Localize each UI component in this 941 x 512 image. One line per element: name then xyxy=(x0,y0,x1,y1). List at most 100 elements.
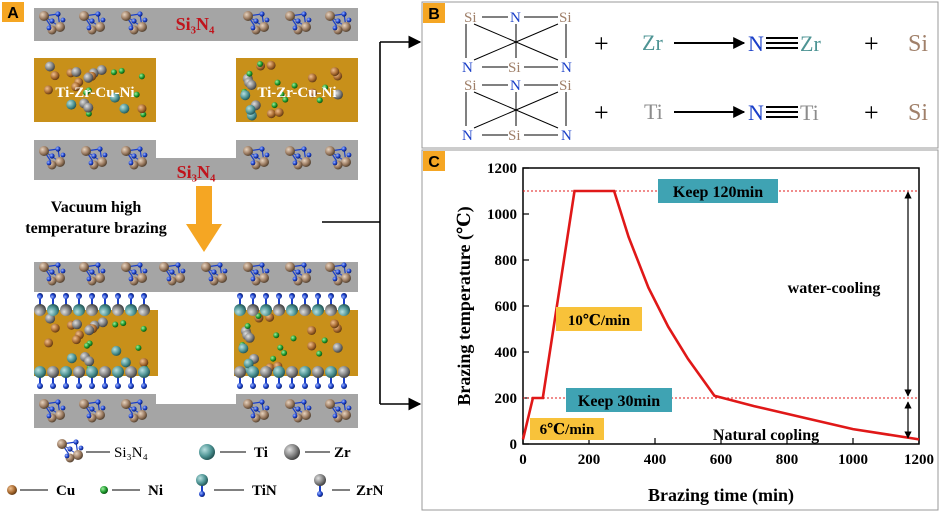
filler-atom xyxy=(282,96,289,103)
x-tick-label: 400 xyxy=(644,452,667,468)
tin-molecule xyxy=(59,365,73,390)
tin-molecule xyxy=(324,365,338,390)
filler-atom xyxy=(133,91,140,98)
filler-atom xyxy=(96,65,107,76)
panel-a-label: A xyxy=(7,5,19,22)
zrn-molecule xyxy=(337,365,351,390)
zrn-molecule xyxy=(33,292,47,317)
ring-upper-si-3: Si xyxy=(508,60,521,76)
ring-lower-si-2: Si xyxy=(559,78,572,94)
filler-atom xyxy=(97,317,108,328)
y-tick-label: 600 xyxy=(495,299,518,315)
legend-cu-icon xyxy=(7,485,17,495)
filler-atom xyxy=(137,104,147,114)
filler-atoms xyxy=(43,60,343,121)
filler-atom xyxy=(246,79,257,90)
panel-b-label-box xyxy=(423,3,445,23)
filler-atom xyxy=(71,66,82,77)
legend-zr-label: Zr xyxy=(334,445,351,461)
process-label-line1: Vacuum high xyxy=(51,199,142,216)
panel-b-label: B xyxy=(428,6,440,23)
panel-b-frame xyxy=(421,1,939,149)
reaction-ti: + Ti N Ti + Si xyxy=(594,98,928,127)
filler-atom xyxy=(316,97,323,104)
zrn-molecule xyxy=(59,292,73,317)
zrn-molecule xyxy=(137,292,151,317)
legend-ti-icon xyxy=(199,444,215,460)
filler-atom xyxy=(84,356,95,367)
legend-ni-label: Ni xyxy=(148,483,163,499)
joint-filler-atoms xyxy=(44,312,343,375)
process-label-line2: temperature brazing xyxy=(25,220,166,237)
zrn-molecule xyxy=(98,365,112,390)
x-tick-label: 600 xyxy=(710,452,733,468)
zrn-molecule xyxy=(111,292,125,317)
filler-atom xyxy=(322,84,329,91)
zrn-molecule xyxy=(246,292,260,317)
keep-30-label: Keep 30min xyxy=(578,393,660,410)
panel-c-label: C xyxy=(428,154,440,171)
reaction-ti-reactant: Ti xyxy=(644,99,663,124)
ring-upper-n-2: N xyxy=(462,60,473,76)
filler-atom xyxy=(316,350,323,357)
filler-atom xyxy=(111,345,122,356)
x-tick-label: 200 xyxy=(578,452,601,468)
panel-c-frame xyxy=(421,149,939,511)
rate-6-label: 6℃/min xyxy=(540,422,595,438)
x-tick-label: 0 xyxy=(519,452,527,468)
keep-30-callout xyxy=(566,388,672,412)
reaction-ti-product-si: Si xyxy=(908,100,928,126)
legend-tin-label: TiN xyxy=(252,483,277,499)
y-tick-label: 400 xyxy=(495,345,518,361)
tin-molecule xyxy=(272,365,286,390)
filler-atom xyxy=(273,332,280,339)
legend-cu-label: Cu xyxy=(56,483,75,499)
filler-atom xyxy=(119,103,130,114)
legend-tin-icon xyxy=(195,473,209,498)
filler-atom xyxy=(274,79,281,86)
filler-atom xyxy=(66,99,77,110)
filler-atom xyxy=(332,89,343,100)
zrn-molecule xyxy=(46,365,60,390)
tin-molecule xyxy=(233,292,247,317)
water-cooling-label: water-cooling xyxy=(788,280,881,297)
filler-atom xyxy=(71,82,81,92)
ring-lower-si-1: Si xyxy=(464,78,477,94)
reaction-ti-plus-1: + xyxy=(594,98,609,127)
filler-atom xyxy=(270,355,277,362)
filler-atom xyxy=(83,89,90,96)
filler-atom xyxy=(50,323,60,333)
filler-atom xyxy=(44,61,55,72)
zrn-molecule xyxy=(124,365,138,390)
keep-120-callout xyxy=(658,179,778,203)
filler-atom xyxy=(274,107,284,117)
reaction-zr-product-n: N xyxy=(748,31,764,56)
ring-upper-si-2: Si xyxy=(559,10,572,26)
tin-molecule xyxy=(246,365,260,390)
tin-molecule xyxy=(72,292,86,317)
tin-molecule xyxy=(298,365,312,390)
filler-atom xyxy=(255,313,262,320)
filler-atom xyxy=(257,61,264,68)
filler-atom xyxy=(307,325,317,335)
zrn-molecule xyxy=(85,292,99,317)
filler-atom xyxy=(332,342,343,353)
filler-atom xyxy=(238,343,249,354)
tin-molecule xyxy=(98,292,112,317)
legend-ni-icon xyxy=(100,486,108,494)
si3n4-ring-upper: Si N Si N Si N xyxy=(462,10,572,76)
filler-atom xyxy=(281,350,288,357)
filler-right-label: Ti-Zr-Cu-Ni xyxy=(257,85,336,101)
filler-atom xyxy=(278,91,285,98)
filler-left-label: Ti-Zr-Cu-Ni xyxy=(55,85,134,101)
reaction-zr-product-zr: Zr xyxy=(800,31,821,56)
filler-atom xyxy=(277,344,284,351)
filler-atom xyxy=(266,60,276,70)
process-arrow xyxy=(186,186,222,252)
tin-molecule xyxy=(46,292,60,317)
bottom-substrate xyxy=(34,140,358,180)
zrn-molecule xyxy=(311,365,325,390)
filler-atom xyxy=(83,72,94,83)
